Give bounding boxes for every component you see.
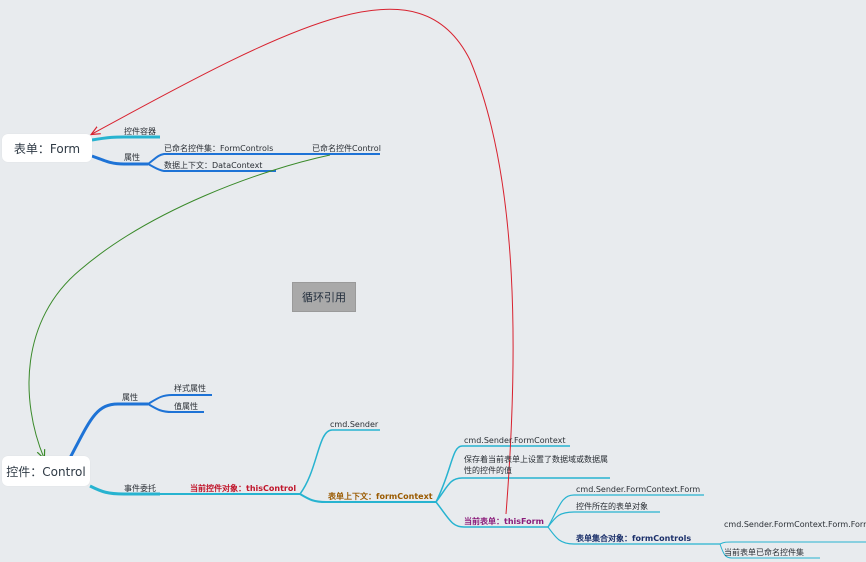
branch-control-property bbox=[68, 402, 148, 459]
named-controls-current-label: 当前表单已命名控件集 bbox=[724, 548, 804, 557]
red-reference-arrow bbox=[92, 8, 514, 515]
form-root-label: 表单：Form bbox=[13, 141, 81, 156]
value-property-label: 值属性 bbox=[174, 402, 198, 411]
branch-form-context-desc bbox=[435, 477, 610, 503]
branch-style-property bbox=[147, 394, 212, 405]
this-control-label: 当前控件对象：thisControl bbox=[190, 484, 297, 493]
branch-form-property bbox=[91, 154, 148, 166]
control-root-label: 控件：Control bbox=[6, 464, 86, 479]
sender-form-context-label: cmd.Sender.FormContext bbox=[464, 436, 566, 445]
branch-sender-form-context bbox=[435, 445, 570, 503]
control-root-node[interactable]: 控件：Control bbox=[2, 456, 90, 486]
style-property-label: 样式属性 bbox=[174, 384, 206, 393]
form-controls-label: 表单集合对象：formControls bbox=[576, 534, 692, 543]
named-controls-label: 已命名控件集：FormControls bbox=[164, 144, 274, 153]
branch-event-delegate bbox=[89, 484, 160, 496]
event-delegate-label: 事件委托 bbox=[124, 484, 156, 493]
branch-form-context bbox=[299, 493, 436, 503]
named-control-label: 已命名控件Control bbox=[312, 144, 381, 153]
data-context-label: 数据上下文：DataContext bbox=[164, 161, 263, 170]
branch-sender-form bbox=[547, 494, 704, 528]
sender-form-label: cmd.Sender.FormContext.Form bbox=[576, 485, 701, 494]
circular-reference-note[interactable]: 循环引用 bbox=[292, 282, 356, 312]
sender-form-controls-label: cmd.Sender.FormContext.Form.FormControls bbox=[724, 520, 866, 529]
form-context-label: 表单上下文：formContext bbox=[328, 492, 433, 501]
green-reference-arrow bbox=[28, 154, 331, 458]
branch-named-controls bbox=[147, 153, 300, 165]
branch-form-container bbox=[91, 135, 160, 142]
branch-form-controls bbox=[547, 526, 720, 545]
branch-data-context bbox=[147, 163, 276, 172]
cmd-sender-label: cmd.Sender bbox=[330, 420, 379, 429]
branch-value-property bbox=[147, 403, 204, 413]
branch-sender-form-controls bbox=[719, 541, 866, 545]
branch-form-of-control bbox=[547, 511, 660, 528]
control-property-label: 属性 bbox=[122, 393, 138, 402]
this-form-label: 当前表单：thisForm bbox=[464, 517, 544, 526]
form-container-label: 控件容器 bbox=[124, 127, 156, 136]
circular-reference-label: 循环引用 bbox=[302, 291, 346, 304]
branch-cmd-sender bbox=[299, 429, 380, 495]
form-context-desc-label: 保存着当前表单上设置了数据域或数据属性的控件的值 bbox=[464, 455, 608, 475]
form-root-node[interactable]: 表单：Form bbox=[2, 134, 92, 162]
branch-named-controls-current bbox=[719, 543, 820, 559]
form-property-label: 属性 bbox=[124, 153, 140, 162]
form-of-control-label: 控件所在的表单对象 bbox=[576, 502, 648, 511]
branch-this-form bbox=[435, 501, 548, 528]
